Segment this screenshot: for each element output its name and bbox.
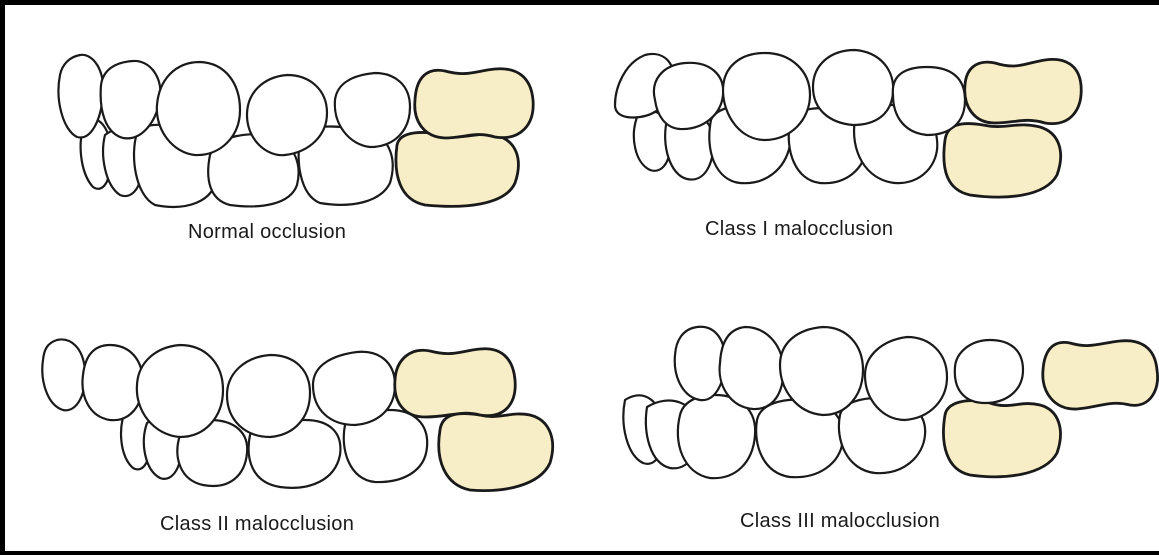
- upper-tooth: [955, 340, 1023, 403]
- upper-tooth: [865, 337, 947, 420]
- upper-tooth: [675, 327, 725, 400]
- upper-tooth: [157, 62, 240, 155]
- upper-tooth: [723, 53, 810, 140]
- upper-tooth: [137, 345, 223, 437]
- upper-tooth: [720, 327, 784, 409]
- upper-tooth: [893, 67, 965, 135]
- caption-class-i-malocclusion: Class I malocclusion: [705, 218, 893, 241]
- upper-tooth: [227, 355, 310, 437]
- lower-molar: [396, 132, 518, 206]
- caption-class-ii-malocclusion: Class II malocclusion: [160, 513, 354, 536]
- upper-tooth: [82, 345, 143, 420]
- upper-tooth: [335, 73, 410, 147]
- upper-molar: [1043, 341, 1158, 409]
- panel-class-ii-malocclusion: Class II malocclusion: [5, 285, 585, 555]
- upper-molar: [415, 69, 533, 138]
- panel-class-i-malocclusion: Class I malocclusion: [585, 5, 1159, 275]
- upper-tooth: [813, 50, 893, 125]
- lower-molar: [439, 414, 553, 491]
- panel-normal-occlusion: Normal occlusion: [5, 5, 585, 275]
- upper-tooth: [59, 55, 104, 138]
- upper-molar: [395, 349, 515, 417]
- lower-molar: [943, 401, 1060, 477]
- caption-normal-occlusion: Normal occlusion: [188, 221, 346, 244]
- upper-tooth: [42, 339, 85, 410]
- lower-molar: [944, 124, 1061, 198]
- caption-class-iii-malocclusion: Class III malocclusion: [740, 510, 940, 533]
- upper-molar: [965, 59, 1081, 123]
- upper-tooth: [313, 352, 395, 425]
- panel-class-iii-malocclusion: Class III malocclusion: [585, 285, 1159, 555]
